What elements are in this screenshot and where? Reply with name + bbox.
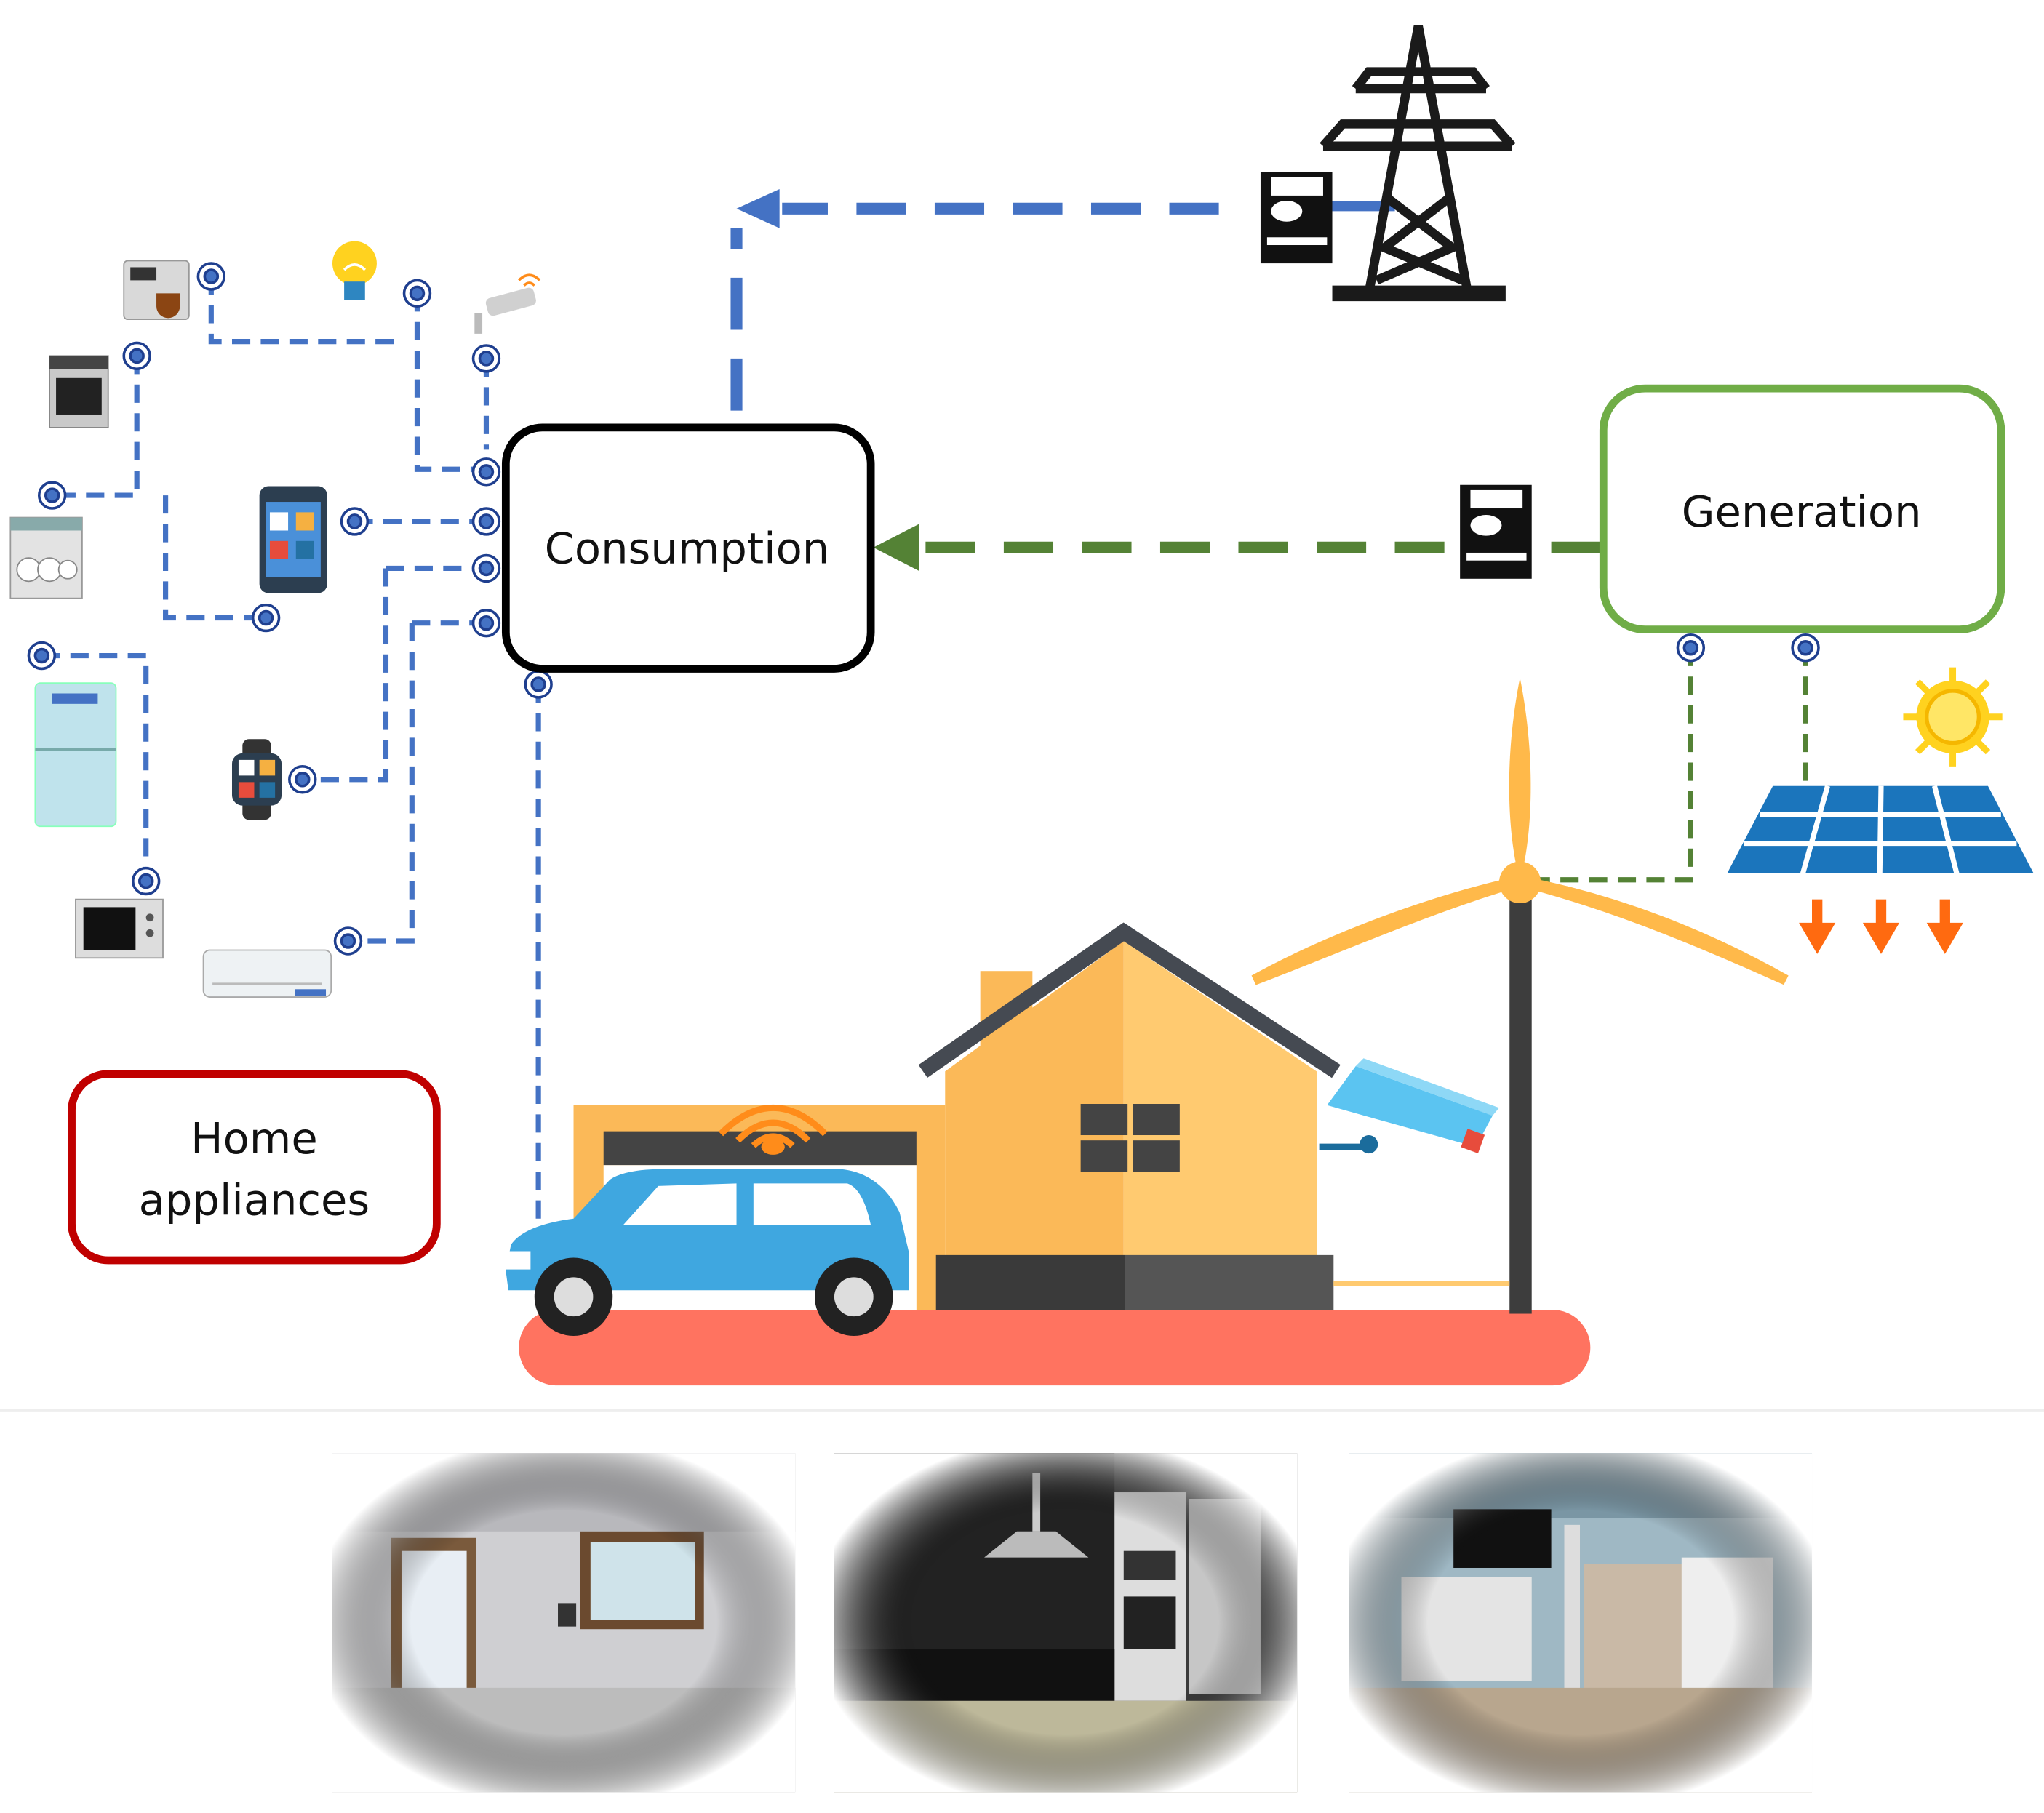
generation-label: Generation	[1682, 487, 1922, 537]
ground	[519, 1310, 1591, 1386]
smart-meter-icon	[1260, 172, 1333, 264]
generation-box: Generation	[1599, 384, 2005, 634]
consumption-box: Consumption	[501, 423, 875, 673]
power-tower-icon	[1320, 25, 1516, 302]
home-appliances-label-line1: Home	[191, 1113, 318, 1164]
air-conditioner-icon	[202, 949, 332, 998]
energy-output-arrows	[1799, 899, 1963, 954]
microwave-icon	[75, 898, 164, 959]
house-window	[1080, 1104, 1180, 1172]
kitchen-photo	[834, 1453, 1298, 1793]
oven-icon	[49, 355, 109, 428]
bedroom-photo	[1349, 1453, 1813, 1793]
wind-turbine-icon	[1251, 677, 1789, 1314]
outdoor-camera-icon	[1319, 1058, 1499, 1154]
coffee-machine-icon	[123, 260, 190, 321]
wifi-signal-icon	[718, 1104, 828, 1148]
consumption-label: Consumption	[545, 523, 830, 573]
smartwatch-icon	[231, 739, 282, 820]
connector-dots	[27, 262, 1820, 956]
sun-icon	[1903, 667, 2003, 767]
home-appliances-label-line2: appliances	[139, 1174, 370, 1225]
living-room-photo	[332, 1453, 796, 1793]
home-appliances-box: Home appliances	[68, 1070, 441, 1265]
smartphone-icon	[259, 486, 327, 593]
smart-bulb-icon	[332, 241, 377, 300]
electric-car-icon	[501, 1104, 909, 1336]
solar-panel-icon	[1727, 785, 2034, 874]
security-camera-icon	[474, 273, 541, 334]
smart-meter-icon	[1460, 484, 1532, 579]
fridge-icon	[34, 682, 117, 828]
dishwasher-icon	[9, 516, 83, 599]
